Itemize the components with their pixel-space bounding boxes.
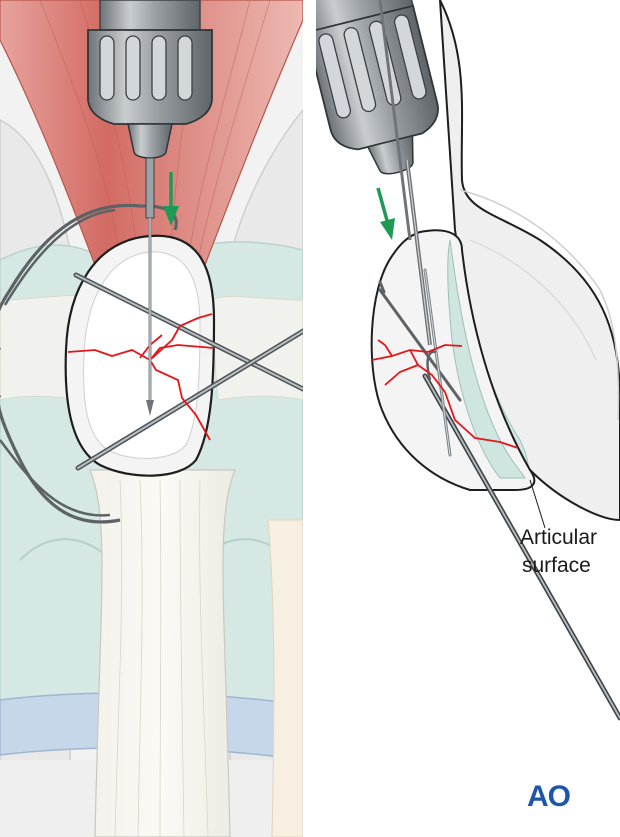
motion-arrow-lateral-icon <box>376 187 395 240</box>
ao-logo: AO <box>527 780 571 813</box>
label-articular: Articular <box>520 526 598 549</box>
k-wires <box>73 272 303 471</box>
left-panel-anterior-view <box>0 0 303 837</box>
right-panel-lateral-view <box>316 0 620 837</box>
patella-lateral <box>370 229 536 491</box>
patellar-tendon <box>89 469 236 837</box>
drill <box>87 0 213 416</box>
panel-divider <box>303 0 316 837</box>
label-surface: surface <box>522 554 591 577</box>
fracture-lines <box>67 313 215 441</box>
motion-arrow-icon <box>163 172 179 226</box>
